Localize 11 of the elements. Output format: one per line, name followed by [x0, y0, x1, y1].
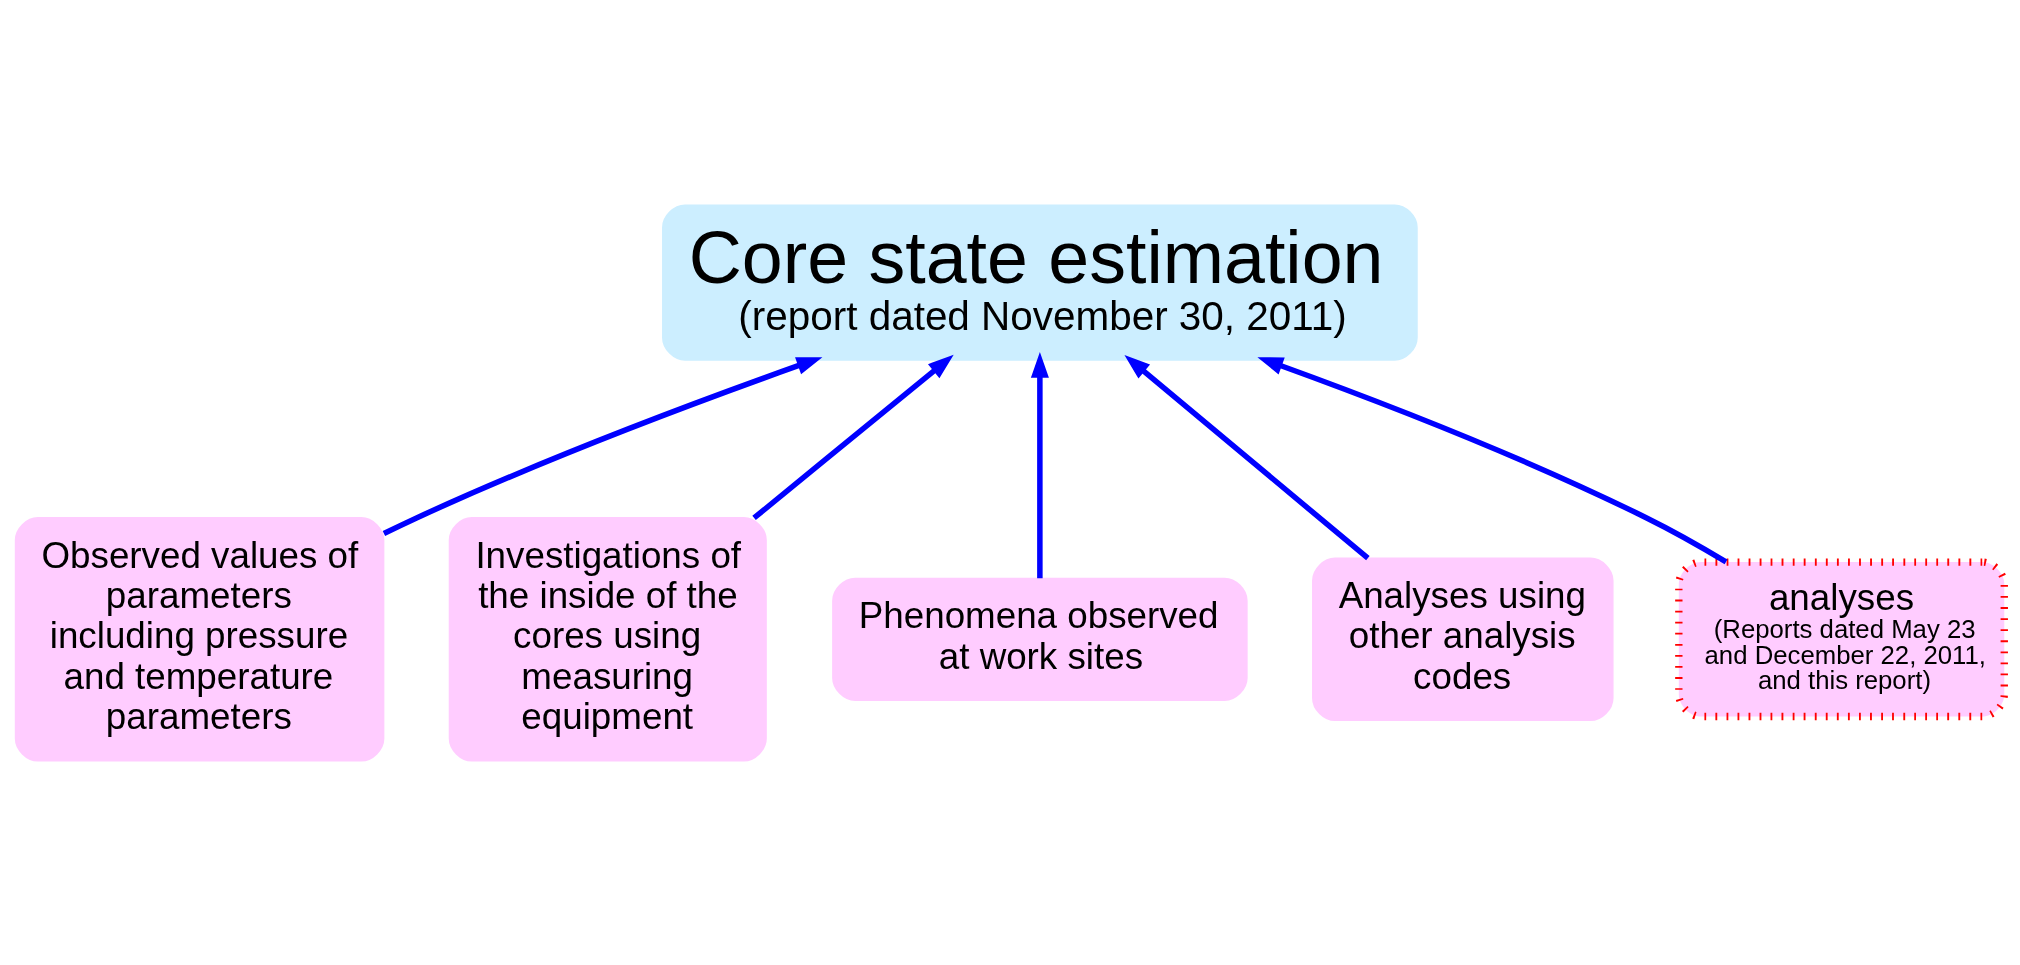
node-box: Investigations of the inside of the cores using measuring equipment	[448, 516, 767, 762]
node-box: analyses (Reports dated May 23 and December 22, 2011, and this report)	[1675, 557, 2008, 720]
arrow	[752, 354, 954, 520]
arrow	[1030, 351, 1049, 578]
node-box: Phenomena observed at work sites	[832, 577, 1248, 701]
node-box: Analyses using other analysis codes	[1312, 556, 1614, 721]
arrow	[1124, 354, 1370, 560]
arrow	[1257, 356, 1728, 564]
node-box: Core state estimation (report dated November 30, 2011)	[662, 203, 1418, 361]
arrow	[382, 356, 823, 536]
node-box: Observed values of parameters including pressure and temperature parameters	[14, 516, 385, 762]
